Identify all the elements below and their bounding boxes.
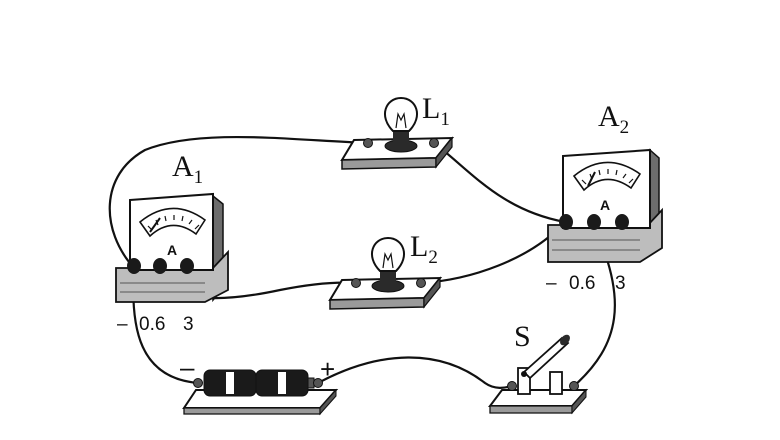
switch-terminal-left bbox=[507, 381, 517, 391]
wire-l2-to-a2-minus bbox=[419, 220, 567, 285]
ammeter-a1-terminal-minus: – bbox=[117, 314, 128, 335]
ammeter-a1: A A1 – 0.6 3 bbox=[115, 150, 229, 335]
switch-terminal-right bbox=[569, 381, 579, 391]
bulb-l2-terminal-left bbox=[351, 278, 361, 288]
bulb-l2-label: L2 bbox=[410, 230, 438, 268]
ammeter-a2-terminal-0-6: 0.6 bbox=[569, 273, 595, 294]
ammeter-a1-needle bbox=[149, 217, 161, 233]
wire-battery-to-switch bbox=[316, 356, 514, 389]
battery-pack: – + bbox=[180, 352, 339, 416]
ammeter-a1-dial bbox=[138, 207, 207, 238]
ammeter-a2-dial-symbol: A bbox=[600, 197, 610, 213]
bulb-l1-terminal-right bbox=[429, 138, 439, 148]
bulb-l1-label: L1 bbox=[422, 92, 450, 130]
bulb-l1: L1 bbox=[340, 92, 455, 170]
bulb-l2: L2 bbox=[328, 230, 443, 310]
ammeter-a2-needle bbox=[587, 171, 596, 187]
battery-positive-sign: + bbox=[320, 354, 335, 384]
ammeter-a1-terminal-3: 3 bbox=[183, 314, 194, 335]
ammeter-a2-label: A2 bbox=[598, 100, 629, 138]
ammeter-a2-terminals bbox=[559, 214, 629, 230]
ammeter-a1-terminal-0-6: 0.6 bbox=[139, 314, 165, 335]
ammeter-a2-terminal-3: 3 bbox=[615, 273, 626, 294]
bulb-l2-terminal-right bbox=[416, 278, 426, 288]
ammeter-a1-label: A1 bbox=[172, 150, 203, 188]
switch-label: S bbox=[514, 320, 531, 353]
ammeter-a1-body bbox=[129, 192, 214, 271]
ammeter-a2: A A2 – 0.6 3 bbox=[546, 100, 663, 294]
ammeter-a1-dial-symbol: A bbox=[167, 242, 177, 258]
ammeter-a1-terminals bbox=[127, 258, 194, 274]
wire-l1-to-a2-minus bbox=[432, 141, 567, 224]
switch-s: S bbox=[488, 320, 589, 415]
switch-blade bbox=[522, 336, 570, 380]
ammeter-a2-terminal-minus: – bbox=[546, 273, 557, 294]
battery-negative-sign: – bbox=[180, 352, 195, 382]
bulb-l1-glass bbox=[383, 96, 419, 132]
wire-a1-minus-to-l1 bbox=[108, 135, 370, 270]
battery-terminal-negative bbox=[193, 378, 203, 388]
switch-contact-post bbox=[549, 371, 563, 395]
battery-terminal-positive bbox=[313, 378, 323, 388]
switch-base-board bbox=[488, 389, 589, 407]
bulb-l1-terminal-left bbox=[363, 138, 373, 148]
bulb-l2-glass bbox=[370, 236, 406, 272]
